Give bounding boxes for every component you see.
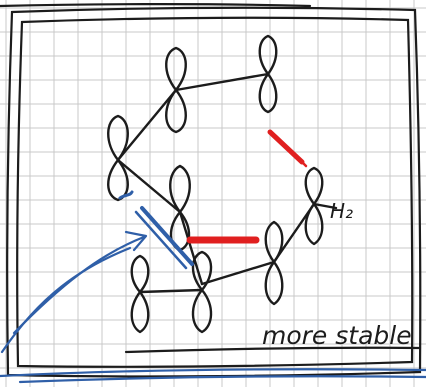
bond-bottom [200, 260, 276, 286]
frame-outer [6, 6, 422, 378]
blue-tick-mark [118, 190, 134, 200]
stability-underline [124, 346, 422, 354]
red-overlap-marks [186, 129, 308, 244]
bond-exo-methylene [138, 288, 204, 294]
blue-annotations [0, 190, 426, 384]
blue-bond-mark-2 [134, 210, 188, 270]
blue-arrow-1-head [124, 230, 148, 252]
blue-underline-1 [0, 368, 426, 378]
p-orbital-c8 [130, 254, 150, 334]
ring-bonds [116, 72, 338, 294]
p-orbital-c7 [191, 250, 213, 334]
blue-underline-2 [18, 375, 426, 384]
bond-h2-substituent [312, 202, 338, 210]
bond-lower-left [178, 210, 204, 286]
bond-top [174, 72, 270, 92]
frame-top-overdraw [0, 3, 312, 8]
p-orbital-c6 [304, 166, 324, 246]
h2-label: H₂ [330, 199, 353, 223]
red-mark-upper-right-2 [274, 134, 308, 168]
stability-note: more stable [262, 321, 412, 350]
frame-inner [16, 16, 414, 368]
bond-left [116, 158, 182, 214]
p-orbital-c1 [165, 46, 187, 134]
sketch-frame [0, 3, 422, 378]
p-orbital-c5 [264, 220, 284, 306]
blue-arrow-2 [0, 246, 132, 354]
p-orbital-c2 [258, 34, 278, 114]
bond-upper-left [116, 88, 178, 162]
p-orbital-c3 [107, 114, 129, 202]
blue-bond-mark-1 [140, 206, 194, 266]
